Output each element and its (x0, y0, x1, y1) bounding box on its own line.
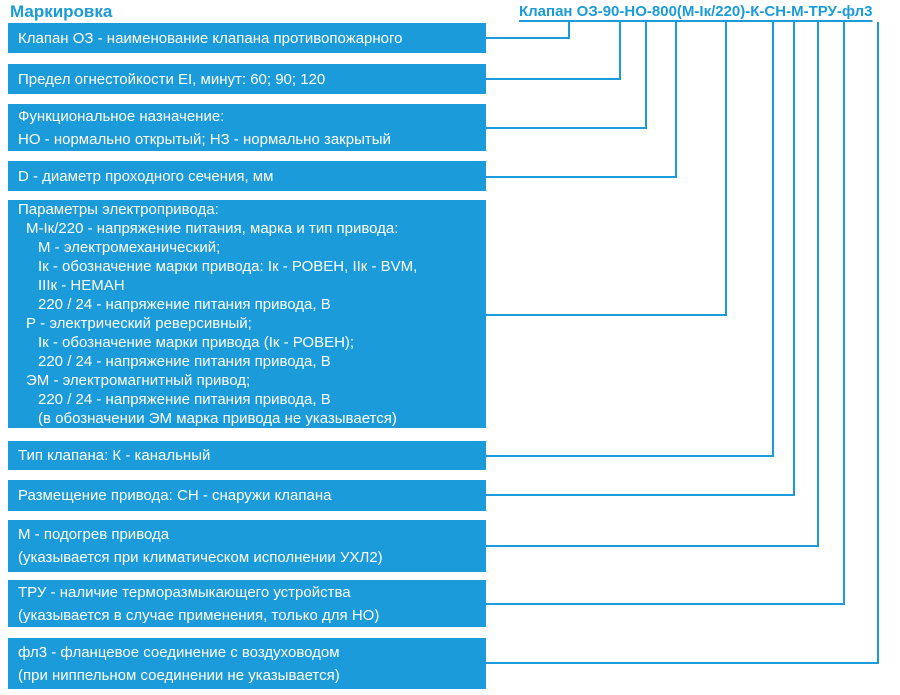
connector-hline-valve-name (486, 37, 570, 39)
definition-text: Iк - обозначение марки привода (Iк - РОВ… (38, 334, 355, 351)
definition-text: Функциональное назначение: (18, 107, 225, 125)
definition-text: фл3 - фланцевое соединение с воздуховодо… (18, 643, 340, 661)
definition-box-functional-purpose: Функциональное назначение: НО - нормальн… (8, 104, 486, 151)
connector-vline-thermal-release-device (843, 22, 845, 605)
connector-vline-actuator-parameters (725, 22, 727, 316)
definition-text: Размещение привода: СН - снаружи клапана (18, 487, 332, 504)
connector-hline-actuator-parameters (486, 314, 727, 316)
definition-box-flange-connection: фл3 - фланцевое соединение с воздуховодо… (8, 638, 486, 689)
connector-vline-functional-purpose (645, 22, 647, 129)
definition-box-diameter: D - диаметр проходного сечения, мм (8, 161, 486, 191)
definition-text: (в обозначении ЭМ марка привода не указы… (38, 410, 397, 427)
connector-vline-valve-name (568, 22, 570, 39)
definition-box-fire-resistance: Предел огнестойкости EI, минут: 60; 90; … (8, 64, 486, 94)
definition-text: Клапан ОЗ - наименование клапана противо… (18, 29, 403, 47)
definition-text: Параметры электропривода: (18, 201, 219, 218)
definition-box-actuator-heating: М - подогрев привода (указывается при кл… (8, 520, 486, 572)
definition-text: М - электромеханический; (38, 239, 221, 256)
definition-box-valve-type: Тип клапана: К - канальный (8, 441, 486, 470)
connector-vline-flange-connection (877, 22, 879, 664)
definition-box-valve-name: Клапан ОЗ - наименование клапана противо… (8, 23, 486, 53)
definition-box-actuator-placement: Размещение привода: СН - снаружи клапана (8, 480, 486, 511)
definition-text: Iк - обозначение марки привода: Iк - РОВ… (38, 258, 418, 275)
definition-text: 220 / 24 - напряжение питания привода, В (38, 391, 331, 408)
connector-hline-functional-purpose (486, 127, 647, 129)
connector-hline-actuator-heating (486, 545, 819, 547)
definition-text: IIIк - НЕМАН (38, 277, 125, 294)
connector-vline-diameter (675, 22, 677, 178)
definition-text: ТРУ - наличие терморазмыкающего устройст… (18, 583, 351, 601)
definition-text: Предел огнестойкости EI, минут: 60; 90; … (18, 70, 326, 88)
definition-box-actuator-parameters: Параметры электропривода: М-Iк/220 - нап… (8, 200, 486, 428)
marking-formula: Клапан ОЗ-90-НО-800(М-Iк/220)-К-СН-М-ТРУ… (519, 3, 873, 20)
definition-text: НО - нормально открытый; НЗ - нормально … (18, 130, 391, 148)
definition-text: Р - электрический реверсивный; (26, 315, 252, 332)
connector-hline-actuator-placement (486, 494, 795, 496)
definition-text: М-Iк/220 - напряжение питания, марка и т… (26, 220, 399, 237)
connector-hline-diameter (486, 176, 677, 178)
connector-vline-actuator-heating (817, 22, 819, 547)
definition-text: Тип клапана: К - канальный (18, 447, 211, 464)
connector-hline-flange-connection (486, 662, 879, 664)
definition-text: ЭМ - электромагнитный привод; (26, 372, 251, 389)
definition-text: D - диаметр проходного сечения, мм (18, 167, 274, 185)
connector-hline-thermal-release-device (486, 603, 845, 605)
definition-text: (указывается в случае применения, только… (18, 606, 380, 624)
definition-box-thermal-release-device: ТРУ - наличие терморазмыкающего устройст… (8, 580, 486, 627)
connector-vline-valve-type (772, 22, 774, 457)
connector-vline-actuator-placement (793, 22, 795, 496)
definition-text: М - подогрев привода (18, 526, 170, 543)
connector-vline-fire-resistance (619, 22, 621, 80)
definition-text: (при ниппельном соединении не указываетс… (18, 666, 340, 684)
definition-text: (указывается при климатическом исполнени… (18, 549, 383, 566)
definition-text: 220 / 24 - напряжение питания привода, В (38, 296, 331, 313)
connector-hline-valve-type (486, 455, 774, 457)
definition-text: 220 / 24 - напряжение питания привода, В (38, 353, 331, 370)
connector-hline-fire-resistance (486, 78, 621, 80)
page-title: Маркировка (10, 2, 113, 21)
